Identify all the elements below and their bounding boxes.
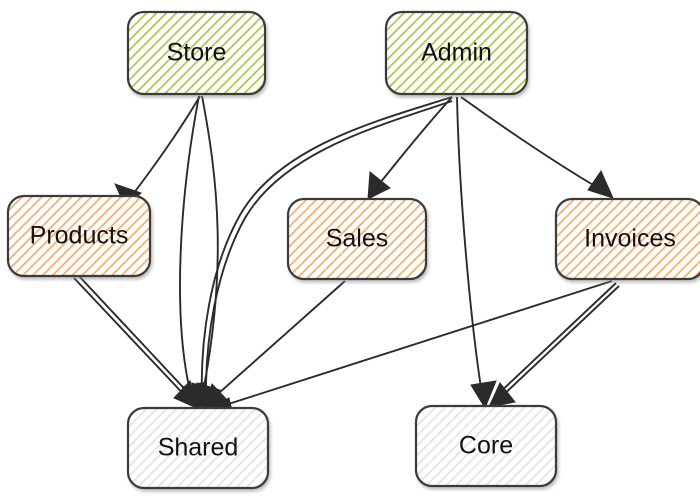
nodes-layer: Store Admin Products Sales Invoices Shar: [6, 10, 700, 490]
node-sales[interactable]: Sales: [286, 197, 428, 281]
node-shared[interactable]: Shared: [126, 406, 270, 490]
node-store[interactable]: Store: [126, 10, 267, 96]
edge-store-products: [114, 95, 201, 209]
edge-admin-core: [456, 96, 497, 410]
node-admin[interactable]: Admin: [384, 10, 529, 96]
edge-invoices-core: [488, 282, 620, 408]
edge-store-shared-b: [191, 95, 219, 411]
edge-admin-sales: [367, 96, 453, 200]
node-core[interactable]: Core: [414, 404, 558, 488]
node-invoices[interactable]: Invoices: [554, 197, 700, 281]
node-products[interactable]: Products: [6, 194, 152, 278]
edges-layer: [73, 95, 620, 420]
edge-admin-invoices: [460, 96, 614, 199]
edge-products-shared: [73, 274, 200, 410]
